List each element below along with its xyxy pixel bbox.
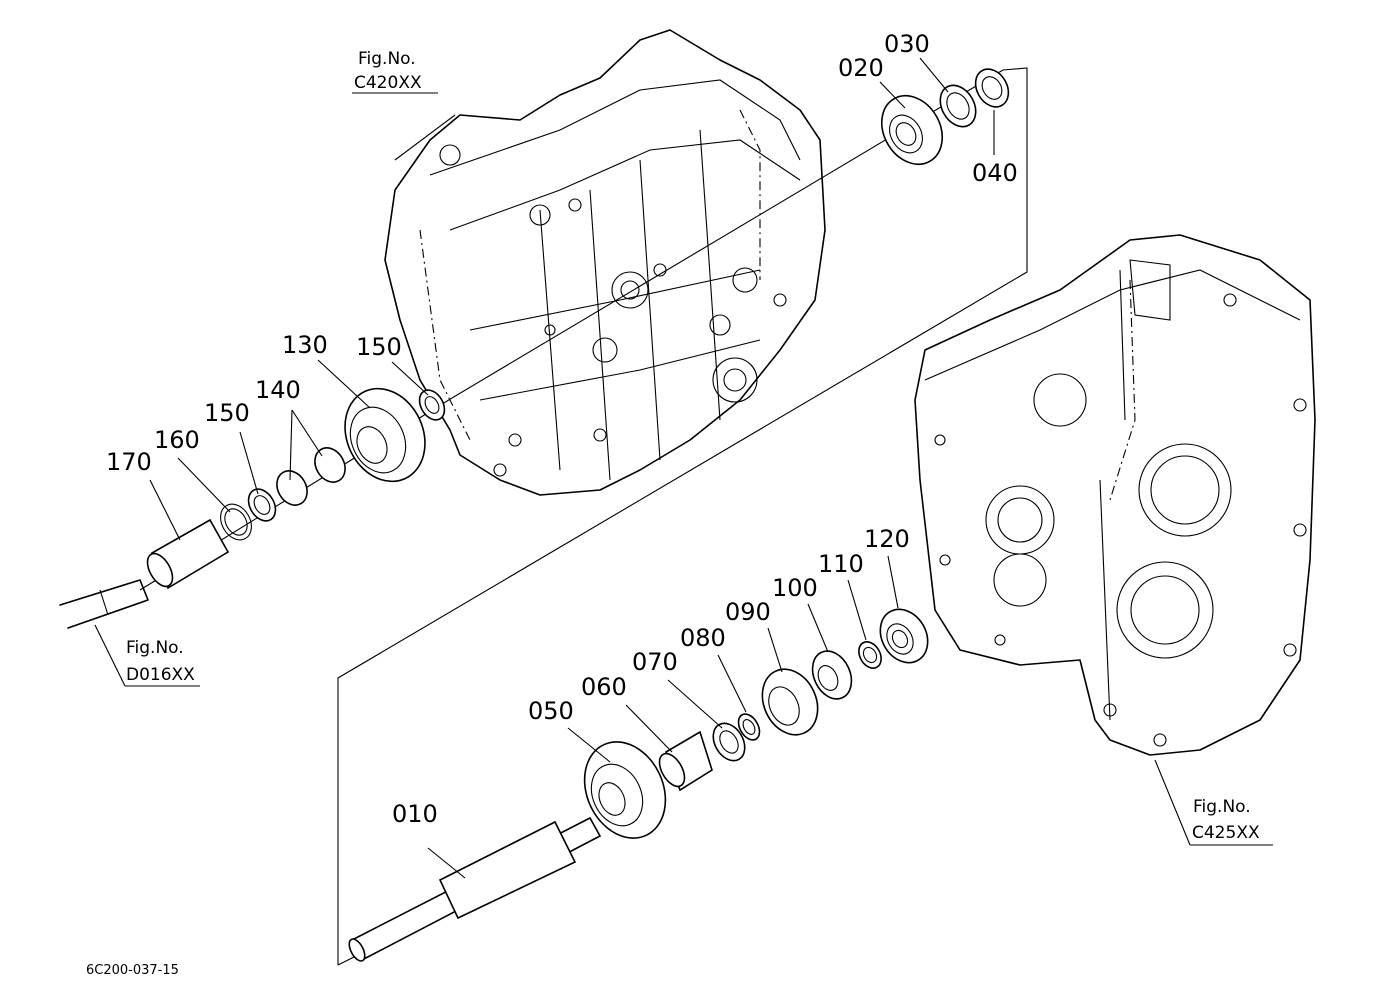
figure-ref-c420[interactable]: Fig.No. C420XX	[354, 49, 422, 93]
shaft-010	[348, 816, 602, 962]
upper-transmission-case	[384, 29, 826, 496]
leader-lines	[94, 57, 1273, 879]
bearing-020	[881, 95, 943, 165]
label-170: 170	[106, 448, 152, 476]
needle-bearings-140	[276, 447, 346, 506]
label-110: 110	[818, 550, 864, 578]
snap-ring-160	[220, 503, 252, 541]
label-070: 070	[632, 648, 678, 676]
fig-ref-c425-line2: C425XX	[1192, 823, 1260, 843]
gear-090	[761, 668, 819, 736]
collar-030	[939, 84, 977, 128]
label-010: 010	[392, 800, 438, 828]
label-030: 030	[884, 30, 930, 58]
washer-150-upper	[418, 389, 446, 421]
gear-100	[811, 650, 853, 700]
fig-ref-d016-line1: Fig.No.	[126, 638, 184, 658]
washer-040	[974, 68, 1010, 108]
figure-ref-c425[interactable]: Fig.No. C425XX	[1192, 797, 1260, 843]
rear-transmission-case	[914, 234, 1316, 756]
input-shaft-d016	[59, 579, 149, 629]
label-130: 130	[282, 331, 328, 359]
fig-ref-d016-line2: D016XX	[126, 665, 195, 685]
label-060: 060	[581, 673, 627, 701]
washer-150-lower	[247, 488, 277, 522]
diagram-code: 6C200-037-15	[86, 963, 179, 978]
label-150-lower: 150	[204, 399, 250, 427]
collar-110	[858, 641, 882, 669]
figure-ref-d016[interactable]: Fig.No. D016XX	[126, 638, 195, 685]
gear-050	[583, 741, 667, 839]
collar-080	[737, 713, 761, 741]
label-050: 050	[528, 697, 574, 725]
sleeve-170	[146, 518, 230, 590]
bearing-060	[658, 730, 713, 792]
label-160: 160	[154, 426, 200, 454]
fig-ref-c425-line1: Fig.No.	[1193, 797, 1251, 817]
gear-130	[344, 387, 426, 483]
washer-070	[712, 722, 746, 762]
label-040: 040	[972, 159, 1018, 187]
label-090: 090	[725, 598, 771, 626]
fig-ref-c420-line1: Fig.No.	[358, 49, 416, 69]
label-100: 100	[772, 574, 818, 602]
label-150-upper: 150	[356, 333, 402, 361]
label-120: 120	[864, 525, 910, 553]
label-020: 020	[838, 54, 884, 82]
label-140: 140	[255, 376, 301, 404]
part-number-labels: 020 030 040 130 150 140 150 160 170 010 …	[106, 30, 1018, 828]
fig-ref-c420-line2: C420XX	[354, 73, 422, 93]
label-080: 080	[680, 624, 726, 652]
bearing-120	[879, 608, 929, 664]
